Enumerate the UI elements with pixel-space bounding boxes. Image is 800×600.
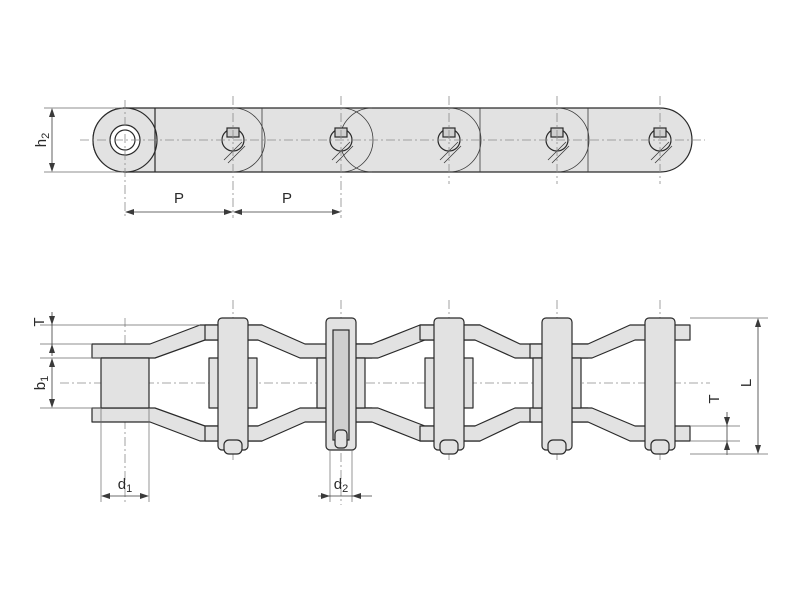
h2-arrow-top: [49, 108, 55, 117]
b1-arrow-top: [49, 358, 55, 367]
d2-arrow-left: [321, 493, 330, 499]
t-left-arrow-bottom: [49, 344, 55, 353]
d2-arrow-right: [352, 493, 361, 499]
pitch-1-label: P: [174, 190, 184, 207]
top-view-pin-4: [541, 317, 573, 451]
t-right-arrow-bottom: [724, 441, 730, 450]
d1-arrow-right: [140, 493, 149, 499]
pitch-2-arrow-left: [233, 209, 242, 215]
pitch-2-arrow-right: [332, 209, 341, 215]
top-view-cotter-1: [223, 439, 243, 455]
d1-arrow-left: [101, 493, 110, 499]
pitch-2-label: P: [282, 190, 292, 207]
top-view: T b1 d1 d2 T L: [31, 300, 768, 505]
l-label: L: [738, 379, 755, 387]
top-view-cotter-5: [650, 439, 670, 455]
d1-label: d1: [118, 476, 132, 495]
l-arrow-bottom: [755, 445, 761, 454]
b1-arrow-bottom: [49, 399, 55, 408]
t-right-arrow-top: [724, 417, 730, 426]
top-view-pin-2-section: [332, 329, 350, 441]
top-view-pin-2-cotter: [334, 429, 348, 449]
l-arrow-top: [755, 318, 761, 327]
side-view-joint-arc-7: [556, 107, 590, 173]
t-right-label: T: [706, 394, 723, 403]
t-left-label: T: [31, 317, 48, 326]
pitch-1-arrow-left: [125, 209, 134, 215]
top-view-pin-5: [644, 317, 676, 451]
b1-label: b1: [32, 376, 51, 390]
h2-label: h2: [33, 133, 52, 147]
side-view-joint-arc-1: [232, 107, 266, 173]
top-view-cotter-4: [547, 439, 567, 455]
pitch-1-arrow-right: [224, 209, 233, 215]
h2-arrow-bottom: [49, 163, 55, 172]
side-view-joint-arc-5: [448, 107, 482, 173]
top-view-cotter-3: [439, 439, 459, 455]
top-view-roller-1: [100, 357, 150, 409]
t-left-arrow-top: [49, 316, 55, 325]
d2-label: d2: [334, 476, 348, 495]
top-view-pin-1: [217, 317, 249, 451]
top-view-pin-3: [433, 317, 465, 451]
side-view: h2 P P: [33, 96, 705, 218]
